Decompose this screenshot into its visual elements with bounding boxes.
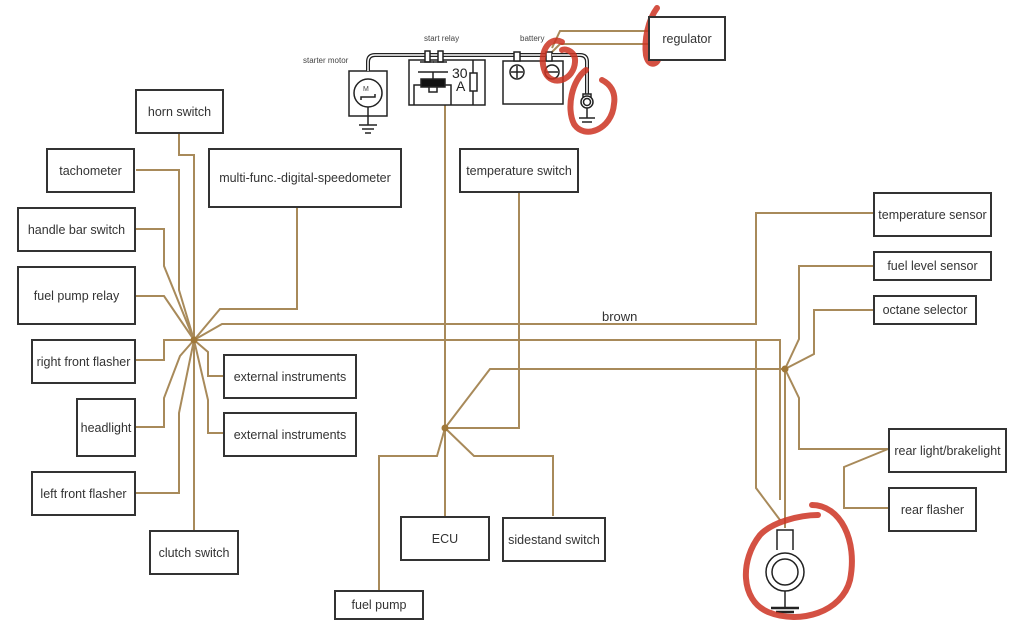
wire-long-ground (194, 339, 781, 500)
resistor-icon (469, 72, 478, 92)
wire-rear-light (784, 368, 888, 450)
wire-color-label: brown (602, 309, 638, 324)
wire-horn-switch (178, 134, 195, 340)
wire-octane-selector (784, 309, 873, 370)
wire-external-instruments-1 (193, 339, 223, 377)
wire-nodes (190, 336, 789, 432)
handle-bar-switch-box: handle bar switch (17, 207, 136, 252)
wire-fuel-level-sensor (784, 265, 873, 370)
battery-symbol (502, 51, 595, 123)
wire-brown-main (193, 212, 873, 341)
wire-sidestand-switch (444, 427, 554, 516)
wire-headlight (136, 339, 195, 428)
clutch-switch-box: clutch switch (149, 530, 239, 575)
highlight-mark-battery-minus (539, 37, 579, 84)
fuel-level-sensor-box: fuel level sensor (873, 251, 992, 281)
starter-motor-label: starter motor (303, 56, 349, 65)
fuel-pump-box: fuel pump (334, 590, 424, 620)
wire-fuel-pump-relay (136, 295, 195, 341)
battery-label: battery (520, 34, 545, 43)
relay-rating-value: 30 (452, 65, 468, 81)
frame-ground-symbol (765, 529, 805, 614)
wire-node-right (781, 365, 789, 373)
speedometer-box: multi-func.-digital-speedometer (208, 148, 402, 208)
motor-icon (353, 78, 383, 108)
external-instruments-box-2: external instruments (223, 412, 357, 457)
wire-fuel-pump (378, 427, 446, 591)
wire-left-front-flasher (136, 339, 195, 494)
wire-node-left (190, 336, 198, 344)
tachometer-box: tachometer (46, 148, 135, 193)
wire-right-front-flasher (136, 339, 194, 361)
highlight-mark-frame-ground (742, 502, 855, 620)
wire-tachometer (136, 169, 195, 341)
battery-plus-icon (509, 64, 525, 80)
relay-rating-unit: A (456, 78, 466, 94)
regulator-box: regulator (648, 16, 726, 61)
horn-switch-box: horn switch (135, 89, 224, 134)
right-front-flasher-box: right front flasher (31, 339, 136, 384)
motor-symbol-label: M (363, 86, 369, 93)
headlight-box: headlight (76, 398, 136, 457)
wire-speedometer (193, 207, 298, 341)
wire-rear-flasher (843, 448, 889, 509)
fuel-pump-relay-box: fuel pump relay (17, 266, 136, 325)
left-front-flasher-box: left front flasher (31, 471, 136, 516)
rear-flasher-box: rear flasher (888, 487, 977, 532)
brown-wires (136, 30, 889, 591)
wire-center-to-right-node (444, 368, 785, 429)
wire-long-ground-diag (755, 340, 781, 521)
external-instruments-box-1: external instruments (223, 354, 357, 399)
highlight-mark-battery-ground (567, 67, 618, 135)
wire-temperature-switch (445, 192, 520, 429)
starter-motor-symbol (348, 53, 557, 134)
octane-selector-box: octane selector (873, 295, 977, 325)
highlight-marks (539, 5, 855, 620)
wire-handle-bar-switch (136, 228, 195, 341)
sidestand-switch-box: sidestand switch (502, 517, 606, 562)
wire-regulator-1 (551, 30, 655, 49)
rear-light-brakelight-box: rear light/brakelight (888, 428, 1007, 473)
temperature-sensor-box: temperature sensor (873, 192, 992, 237)
ecu-box: ECU (400, 516, 490, 561)
temperature-switch-box: temperature switch (459, 148, 579, 193)
wire-external-instruments-2 (193, 339, 223, 434)
wire-node-center (441, 424, 449, 432)
start-relay-label: start relay (424, 34, 460, 43)
start-relay-symbol (408, 50, 486, 106)
